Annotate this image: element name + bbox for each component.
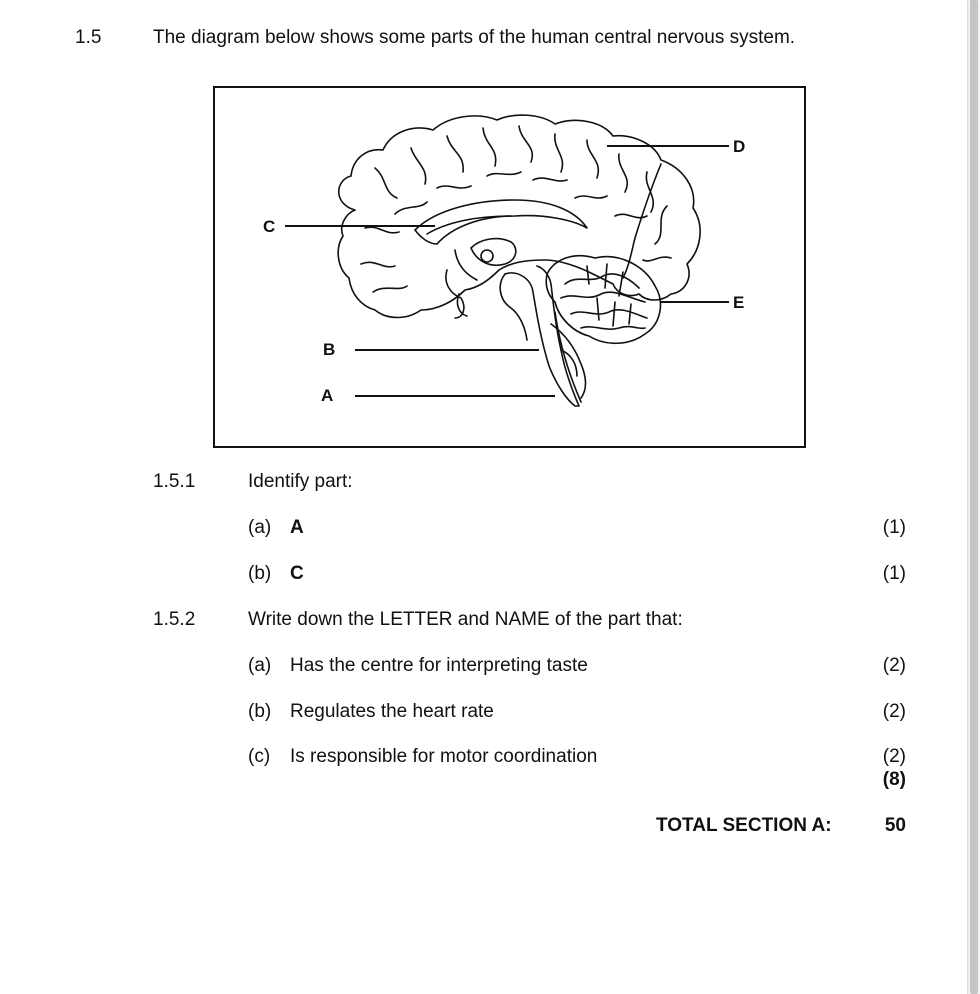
item-marks: (1) (882, 563, 906, 584)
item-text: A (290, 517, 304, 538)
scrollbar-thumb[interactable] (970, 0, 978, 994)
item-letter: (a) (248, 655, 272, 676)
item-letter: (b) (248, 563, 272, 584)
label-a: A (321, 386, 334, 405)
item-marks: (1) (882, 517, 906, 538)
subquestion-text-151: Identify part: (248, 471, 353, 492)
question-number: 1.5 (75, 27, 102, 48)
item-marks: (2) (882, 701, 906, 722)
cerebellum (545, 254, 662, 345)
item-text: Is responsible for motor coordination (290, 746, 598, 767)
total-value: 50 (884, 815, 906, 836)
subquestion-number-151: 1.5.1 (153, 471, 196, 492)
brain-stem (504, 265, 580, 407)
subtotal-marks: (8) (882, 769, 906, 790)
label-d: D (733, 137, 746, 156)
subquestion-text-152: Write down the LETTER and NAME of the pa… (248, 609, 683, 630)
item-text: Regulates the heart rate (290, 701, 494, 722)
item-letter: (c) (248, 746, 271, 767)
label-c: C (263, 217, 276, 236)
question-intro: The diagram below shows some parts of th… (153, 27, 796, 48)
corpus-callosum (414, 199, 588, 245)
label-e: E (733, 293, 745, 312)
label-b: B (323, 340, 336, 359)
brain-illustration (285, 114, 729, 407)
cerebrum-outline (337, 114, 701, 319)
item-text: C (290, 563, 304, 584)
brain-diagram: C D E B A (213, 86, 806, 448)
item-marks: (2) (882, 655, 906, 676)
item-letter: (b) (248, 701, 272, 722)
vertical-scrollbar[interactable] (967, 0, 980, 994)
subquestion-number-152: 1.5.2 (153, 609, 196, 630)
total-label: TOTAL SECTION A: (656, 815, 832, 836)
item-text: Has the centre for interpreting taste (290, 655, 588, 676)
item-marks: (2) (882, 746, 906, 767)
item-letter: (a) (248, 517, 272, 538)
